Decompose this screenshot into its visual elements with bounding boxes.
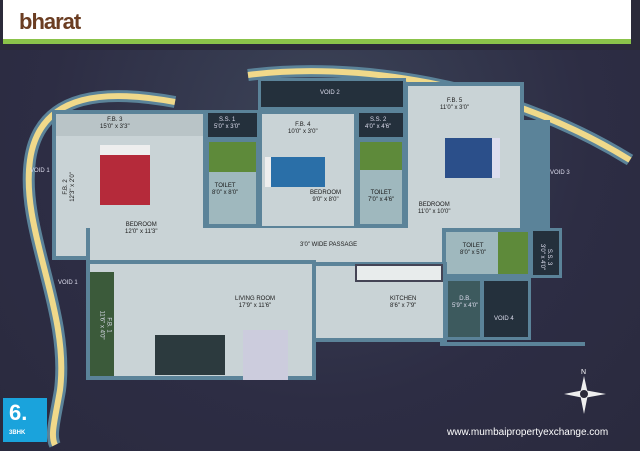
compass-icon: N xyxy=(564,369,606,414)
db-label: D.B.5'9" x 4'0" xyxy=(452,296,479,309)
bed-icon xyxy=(445,138,500,178)
wall xyxy=(522,120,550,230)
flower-bed-3 xyxy=(56,114,203,136)
bharat-logo: bharat xyxy=(19,9,81,34)
room-ss3 xyxy=(530,228,562,278)
toilet-garden xyxy=(209,142,256,172)
void1-label: VOID 1 xyxy=(58,280,78,286)
header: bharat xyxy=(3,0,631,44)
wall xyxy=(440,342,585,346)
website-link[interactable]: www.mumbaipropertyexchange.com xyxy=(447,427,609,438)
room-db xyxy=(445,278,483,340)
kitchen-counter xyxy=(355,264,443,282)
toilet-garden xyxy=(498,232,528,274)
compass-north: N xyxy=(581,369,586,376)
bed-icon xyxy=(265,157,325,187)
room-ss2 xyxy=(356,110,406,140)
void1-label: VOID 1 xyxy=(30,168,50,174)
bed-icon xyxy=(100,145,150,205)
badge-number: 6. xyxy=(9,400,28,425)
void4-label: VOID 4 xyxy=(494,316,514,322)
flower-bed-1 xyxy=(90,272,114,376)
void-4 xyxy=(481,278,531,340)
unit-badge: 6. 3BHK xyxy=(3,398,47,442)
sofa-icon xyxy=(155,335,225,375)
void2-label: VOID 2 xyxy=(320,90,340,96)
badge-type: 3BHK xyxy=(9,430,26,436)
toilet-garden xyxy=(360,142,402,170)
passage-label: 3'0" WIDE PASSAGE xyxy=(300,242,358,248)
void3-label: VOID 3 xyxy=(550,170,570,176)
dining-table-icon xyxy=(243,330,288,380)
void-2 xyxy=(258,78,406,110)
